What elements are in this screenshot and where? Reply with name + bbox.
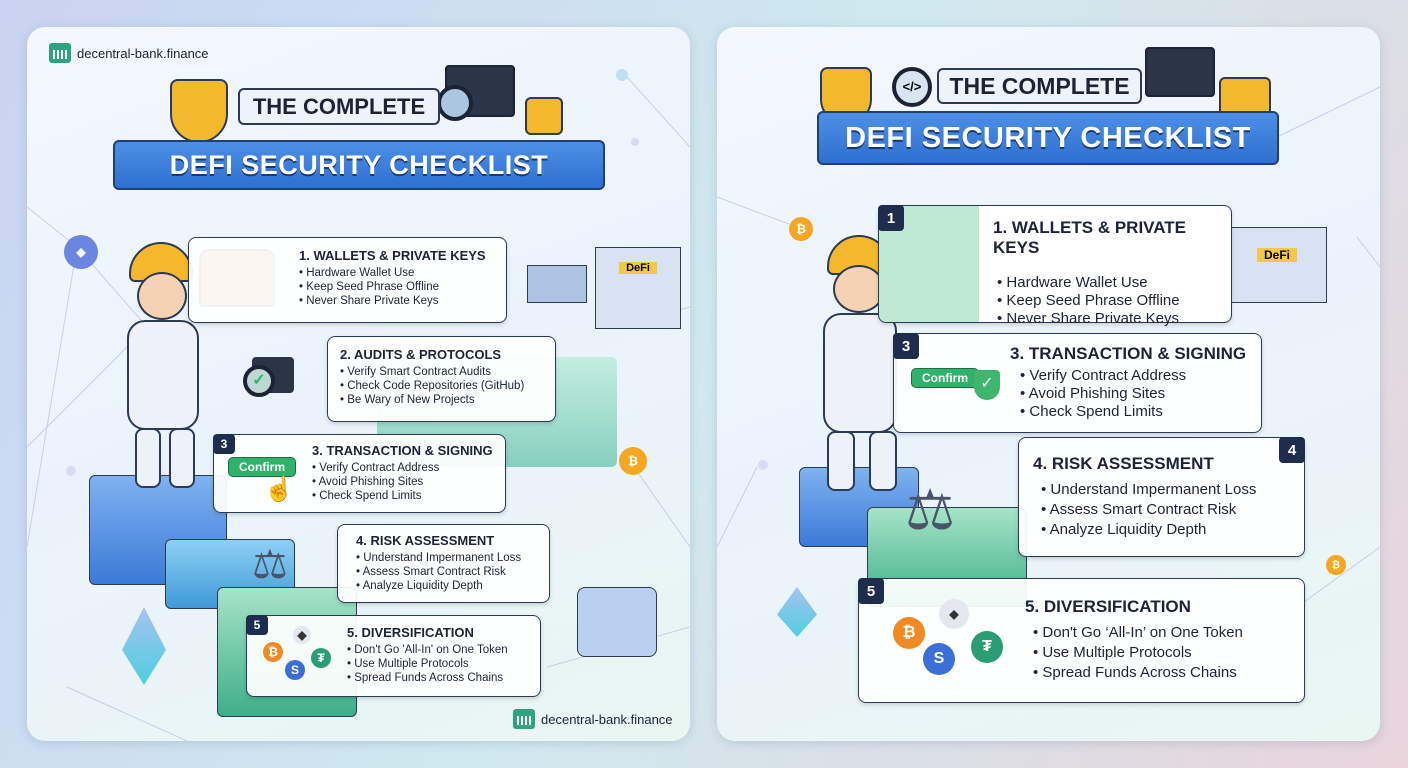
bitcoin-icon: ₿ [893, 617, 925, 649]
section-wallets: 1 1. WALLETS & PRIVATE KEYS Hardware Wal… [878, 205, 1232, 327]
section-title: 5. DIVERSIFICATION [1025, 597, 1191, 616]
shield-check-icon: ✓ [974, 370, 1000, 400]
ethereum-icon: ◆ [64, 235, 98, 269]
list-item: Never Share Private Keys [299, 294, 506, 308]
list-item: Be Wary of New Projects [340, 393, 555, 407]
section-diversification: 5 ₿ ◆ S ₮ 5. DIVERSIFICATION Don't Go 'A… [246, 615, 541, 697]
section-transaction: 3 Confirm ✓ 3. TRANSACTION & SIGNING Ver… [893, 333, 1262, 433]
code-magnifier-icon: </> [892, 67, 932, 107]
brand-name: decentral-bank.finance [541, 711, 673, 727]
list-item: Use Multiple Protocols [347, 657, 540, 671]
list-item: Don't Go 'All-In' on One Token [347, 643, 540, 657]
title-main: DEFI SECURITY CHECKLIST [817, 111, 1279, 165]
house-icon [527, 265, 587, 303]
section-title: 1. WALLETS & PRIVATE KEYS [993, 218, 1186, 257]
bitcoin-icon: ₿ [1326, 555, 1346, 575]
bank-sign: DeFi [619, 262, 657, 274]
section-title: 2. AUDITS & PROTOCOLS [340, 347, 502, 362]
step-badge: 5 [246, 615, 268, 635]
list-item: Hardware Wallet Use [997, 274, 1231, 292]
list-item: Check Code Repositories (GitHub) [340, 379, 555, 393]
scales-icon: ⚖ [905, 478, 956, 541]
bank-sign: DeFi [1257, 248, 1297, 262]
list-item: Check Spend Limits [1020, 403, 1261, 421]
list-item: Analyze Liquidity Depth [356, 579, 549, 593]
list-item: Spread Funds Across Chains [1033, 663, 1304, 683]
confirm-button-illustration: Confirm [911, 368, 979, 388]
list-item: Never Share Private Keys [997, 310, 1231, 328]
section-audits: 2. AUDITS & PROTOCOLS Verify Smart Contr… [327, 336, 556, 422]
list-item: Verify Contract Address [1020, 367, 1261, 385]
brand-logo-bottom: decentral-bank.finance [513, 709, 673, 729]
step-badge: 5 [858, 578, 884, 604]
bitcoin-icon: ₿ [619, 447, 647, 475]
title-top: THE COMPLETE [238, 88, 440, 125]
section-diversification: 5 ₿ ◆ S ₮ 5. DIVERSIFICATION Don't Go ‘A… [858, 578, 1305, 703]
section-risk: 4 4. RISK ASSESSMENT Understand Imperman… [1018, 437, 1305, 557]
bank-icon: DeFi [1227, 227, 1327, 303]
list-item: Check Spend Limits [312, 489, 505, 503]
list-item: Assess Smart Contract Risk [356, 565, 549, 579]
list-item: Assess Smart Contract Risk [1041, 500, 1304, 520]
list-item: Verify Contract Address [312, 461, 505, 475]
pointer-hand-icon: ☝ [264, 476, 294, 503]
shield-icon [170, 79, 228, 143]
confirm-button-illustration: Confirm [228, 457, 296, 477]
tether-icon: ₮ [311, 648, 331, 668]
step-badge: 3 [893, 333, 919, 359]
scales-icon: ⚖ [252, 543, 288, 587]
section-title: 3. TRANSACTION & SIGNING [1010, 344, 1247, 363]
list-item: Don't Go ‘All-In’ on One Token [1033, 623, 1304, 643]
ethereum-icon: ◆ [293, 626, 311, 644]
infographic-right: ₿ ₿ </> THE COMPLETE DEFI SECURITY CHECK… [717, 27, 1380, 741]
section-title: 4. RISK ASSESSMENT [356, 533, 495, 548]
list-item: Understand Impermanent Loss [356, 551, 549, 565]
step-badge: 3 [213, 434, 235, 454]
bank-icon [49, 43, 71, 63]
stablecoin-icon: S [285, 660, 305, 680]
bank-icon: DeFi [595, 247, 681, 329]
section-wallets: 1. WALLETS & PRIVATE KEYS Hardware Walle… [188, 237, 507, 323]
brand-logo-top: decentral-bank.finance [49, 43, 209, 63]
magnifier-icon [437, 85, 473, 121]
section-transaction: 3 Confirm ☝ 3. TRANSACTION & SIGNING Ver… [213, 434, 506, 513]
ethereum-icon: ◆ [939, 599, 969, 629]
section-risk: 4. RISK ASSESSMENT Understand Impermanen… [337, 524, 550, 603]
padlock-icon [577, 587, 657, 657]
step-badge: 4 [1279, 437, 1305, 463]
step-badge: 1 [878, 205, 904, 231]
list-item: Spread Funds Across Chains [347, 671, 540, 685]
magnifier-check-icon: ✓ [243, 365, 275, 397]
code-window-icon [1145, 47, 1215, 97]
brand-name: decentral-bank.finance [77, 45, 209, 61]
bitcoin-icon: ₿ [789, 217, 813, 241]
bitcoin-icon: ₿ [263, 642, 283, 662]
stablecoin-icon: S [923, 643, 955, 675]
title-top: THE COMPLETE [937, 68, 1142, 104]
list-item: Keep Seed Phrase Offline [997, 292, 1231, 310]
bank-icon [513, 709, 535, 729]
padlock-icon [525, 97, 563, 135]
section-title: 3. TRANSACTION & SIGNING [312, 443, 493, 458]
list-item: Avoid Phishing Sites [1020, 385, 1261, 403]
title-main: DEFI SECURITY CHECKLIST [113, 140, 605, 190]
list-item: Understand Impermanent Loss [1041, 480, 1304, 500]
section-title: 1. WALLETS & PRIVATE KEYS [299, 248, 486, 263]
tether-icon: ₮ [971, 631, 1003, 663]
network-lines [717, 86, 1380, 609]
list-item: Avoid Phishing Sites [312, 475, 505, 489]
list-item: Use Multiple Protocols [1033, 643, 1304, 663]
infographic-left: decentral-bank.finance THE COMPLETE DEFI… [27, 27, 690, 741]
section-title: 5. DIVERSIFICATION [347, 625, 474, 640]
list-item: Hardware Wallet Use [299, 266, 506, 280]
list-item: Verify Smart Contract Audits [340, 365, 555, 379]
list-item: Keep Seed Phrase Offline [299, 280, 506, 294]
section-title: 4. RISK ASSESSMENT [1033, 454, 1214, 473]
list-item: Analyze Liquidity Depth [1041, 520, 1304, 540]
